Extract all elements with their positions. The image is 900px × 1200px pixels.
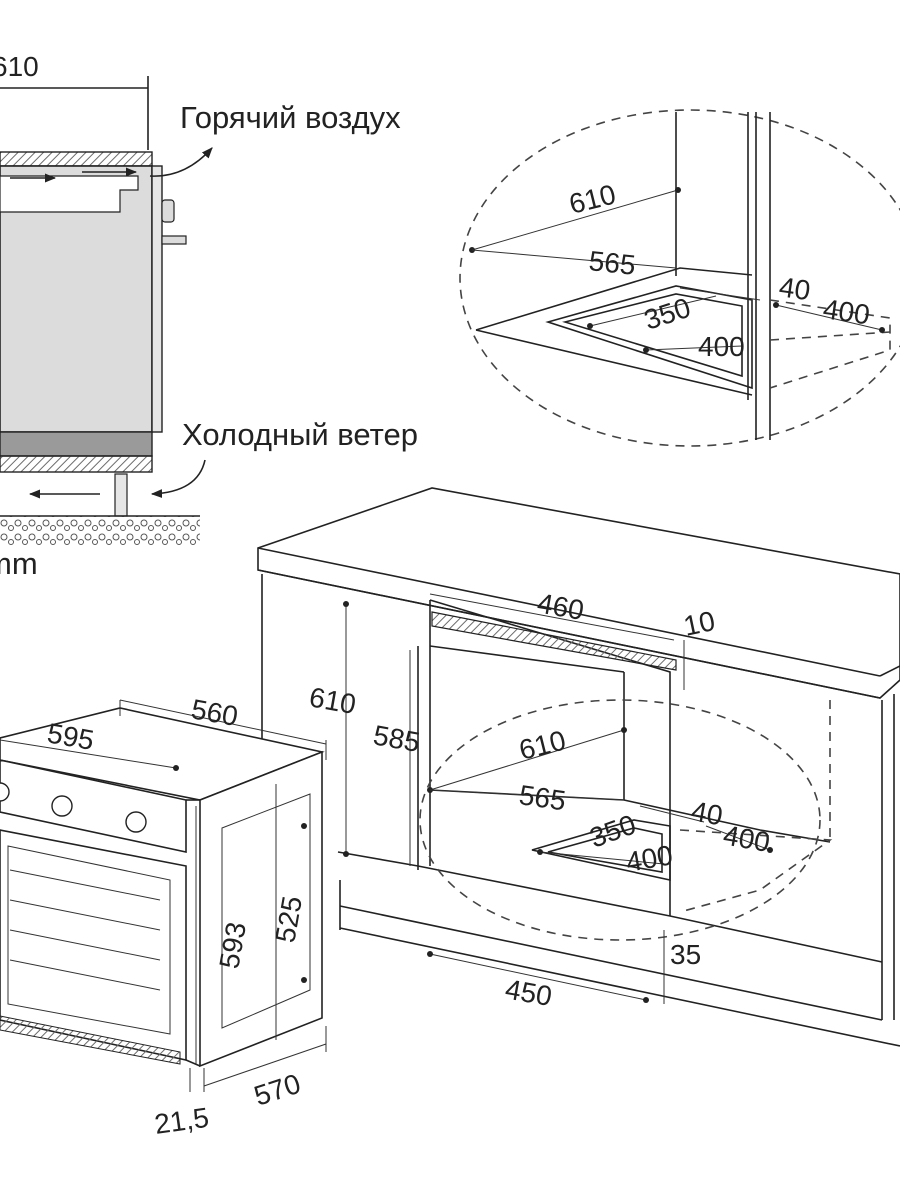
niche-detail-ellipse	[419, 699, 821, 941]
hot-air-label: Горячий воздух	[180, 100, 401, 135]
niche-height-inner-value: 585	[371, 719, 422, 758]
detail-cut-depth-line	[589, 295, 717, 327]
oven-inner-depth-line	[203, 1043, 327, 1087]
floor-cutout-inner	[547, 827, 663, 873]
knob-icon-3	[125, 811, 147, 833]
niche-inner-depth-value: 565	[517, 779, 568, 816]
oven-corner-bottom	[185, 1059, 201, 1067]
airflow-section: 610 Горячий воздух Холодный ветер mm	[0, 51, 418, 581]
detail-inner-depth-line	[471, 249, 677, 269]
niche-top-gap-value: 10	[681, 605, 718, 642]
oven-door-glass	[7, 845, 171, 1035]
detail-depth-value: 610	[566, 178, 619, 219]
detail-cut-width-value: 400	[698, 331, 745, 362]
detail-right-width-line	[775, 304, 883, 331]
knob-icon-2	[51, 795, 73, 817]
niche-height-outer-value: 610	[307, 681, 358, 720]
niche-cut-width-line	[539, 851, 665, 865]
niche-cabinet-view: 460 10 610 585 610 565 40 400 350 400 35…	[257, 487, 900, 1047]
detail-depth-line	[471, 189, 679, 251]
detail-gap-line	[679, 287, 761, 301]
plinth-top-edge	[339, 905, 883, 1021]
oven-3d-view: 595 560 593 525 570 21,5	[0, 693, 327, 1140]
worktop-front-top-edge	[257, 547, 881, 677]
worktop-front-bottom-edge	[257, 569, 881, 699]
oven-side-face	[199, 750, 323, 1068]
cold-wind-inlet-arrow	[150, 459, 206, 499]
niche-gap-line	[639, 805, 705, 823]
oven-front-value: 21,5	[153, 1102, 211, 1140]
niche-floor-width-value: 450	[503, 973, 554, 1012]
oven-width-line	[0, 739, 177, 769]
oven-inner-depth-value: 570	[250, 1068, 304, 1112]
knob-icon-1	[0, 782, 10, 802]
oven-side-panel	[221, 793, 311, 1029]
detail-right-dashed-mid	[769, 331, 891, 341]
oven-foot	[114, 473, 128, 517]
cold-wind-label: Холодный ветер	[182, 417, 418, 452]
niche-cut-width-value: 400	[624, 839, 675, 878]
niche-inner-depth-line	[429, 789, 625, 801]
niche-width-top-line	[429, 593, 675, 641]
plinth-bottom-edge	[339, 927, 900, 1047]
niche-floor-width-line	[429, 953, 647, 1001]
niche-gap-value: 40	[689, 795, 725, 831]
niche-right-width-line	[705, 825, 771, 851]
niche-bottom-value: 35	[670, 939, 701, 970]
detail-cutout-inner	[562, 293, 743, 378]
hot-air-duct	[0, 175, 139, 213]
niche-right-width-value: 400	[721, 819, 772, 858]
oven-bottom-vent	[0, 431, 153, 457]
control-knob-side	[161, 199, 175, 223]
floor-cutout-outer	[531, 819, 671, 881]
detail-right-width-value: 400	[821, 293, 872, 330]
detail-right-dashed-area	[769, 299, 891, 389]
detail-floor-front-edge	[475, 329, 753, 396]
worktop-corner	[879, 665, 900, 677]
oven-racks	[9, 869, 161, 991]
detail-cutout-outer	[545, 285, 753, 390]
niche-depth-line	[429, 729, 625, 791]
niche-inner-top-line	[429, 645, 625, 673]
cutout-detail-view: 610 565 40 400 350 400	[459, 109, 900, 447]
oven-front-panel	[151, 165, 163, 433]
top-dimension-fragment: 610	[0, 51, 39, 82]
detail-gap-value: 40	[777, 271, 812, 306]
cabinet-bottom-slab	[0, 455, 153, 473]
floor-ground	[0, 516, 200, 546]
detail-floor-back-edge	[475, 267, 753, 331]
detail-cut-depth-value: 350	[640, 292, 694, 336]
floor-right-dashed	[679, 829, 833, 913]
hot-air-exit-arrow	[149, 147, 213, 177]
door-handle-side	[161, 235, 187, 245]
detail-ellipse	[459, 109, 900, 447]
detail-cut-width-line	[645, 345, 743, 351]
niche-depth-value: 610	[516, 724, 569, 765]
unit-label: mm	[0, 546, 38, 581]
detail-inner-depth-value: 565	[587, 245, 637, 281]
cabinet-top-slab	[0, 151, 153, 167]
oven-depth-line	[119, 699, 327, 745]
niche-floor-front	[337, 851, 883, 963]
top-vent-slot	[431, 611, 677, 671]
oven-door-handle	[0, 1015, 181, 1065]
